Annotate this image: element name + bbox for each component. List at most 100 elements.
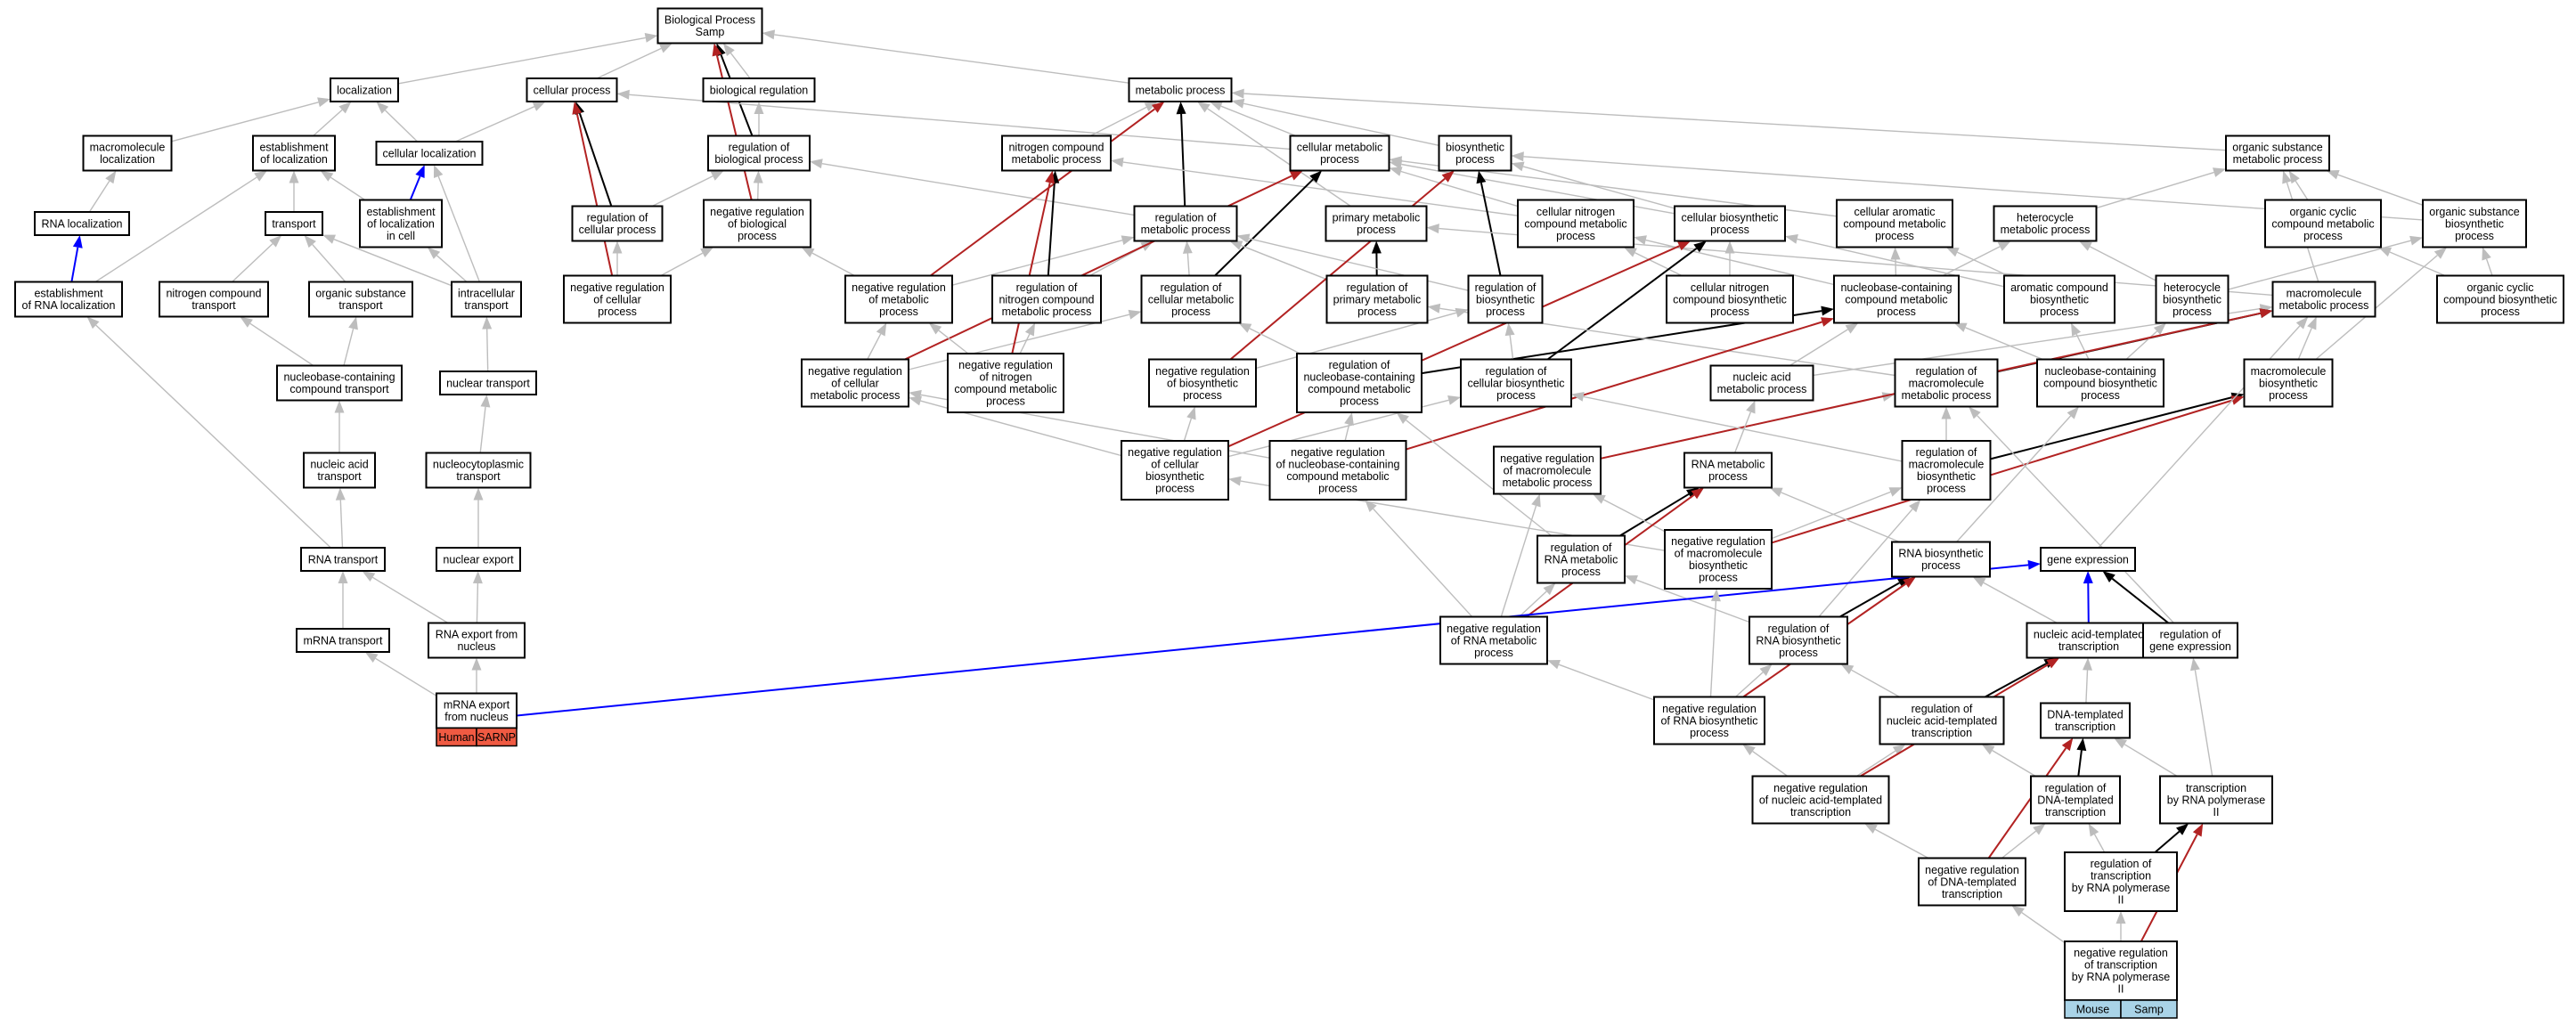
term-label-line: of localization	[260, 153, 328, 166]
term-node-mrna-transport[interactable]: mRNA transport	[296, 628, 390, 653]
relation-arrowhead	[348, 316, 358, 330]
relation-edge-line	[1214, 178, 1314, 277]
term-node-rna-localization[interactable]: RNA localization	[34, 211, 130, 236]
term-label-line: process	[986, 395, 1025, 408]
term-node-nuclear-transport[interactable]: nuclear transport	[439, 370, 537, 395]
term-node-metabolic-process[interactable]: metabolic process	[1128, 77, 1233, 102]
term-box	[947, 353, 1064, 413]
term-node-regulation-of-macromolecule-biosynthetic-process[interactable]: regulation ofmacromoleculebiosyntheticpr…	[1901, 440, 1992, 501]
term-node-nuclear-export[interactable]: nuclear export	[436, 547, 521, 572]
term-node-regulation-of-nucleobase-containing-compound-metabolic-process[interactable]: regulation ofnucleobase-containingcompou…	[1296, 353, 1423, 413]
term-label-line: nucleobase-containing	[2044, 365, 2156, 378]
relation-arrowhead	[1785, 234, 1798, 244]
term-box	[1140, 274, 1242, 324]
relation-edge	[651, 170, 724, 208]
term-node-cellular-localization[interactable]: cellular localization	[375, 141, 484, 166]
relation-arrowhead	[1941, 406, 1952, 419]
term-node-biological-regulation[interactable]: biological regulation	[702, 77, 816, 102]
term-label-line: of localization	[367, 217, 435, 230]
relation-arrowhead	[2433, 247, 2448, 259]
term-node-gene-expression[interactable]: gene expression	[2040, 547, 2136, 572]
relation-edge-line	[1818, 509, 1913, 617]
term-node-transport[interactable]: transport	[265, 211, 323, 236]
term-label-line: transcription	[1790, 806, 1851, 818]
term-node-rna-transport[interactable]: RNA transport	[300, 547, 386, 572]
term-node-localization[interactable]: localization	[330, 77, 399, 102]
term-node-cellular-process[interactable]: cellular process	[526, 77, 618, 102]
relation-edge	[1344, 412, 1354, 442]
relation-edge-line	[651, 175, 713, 208]
relation-arrowhead	[1128, 309, 1142, 320]
relation-edge	[289, 170, 299, 212]
